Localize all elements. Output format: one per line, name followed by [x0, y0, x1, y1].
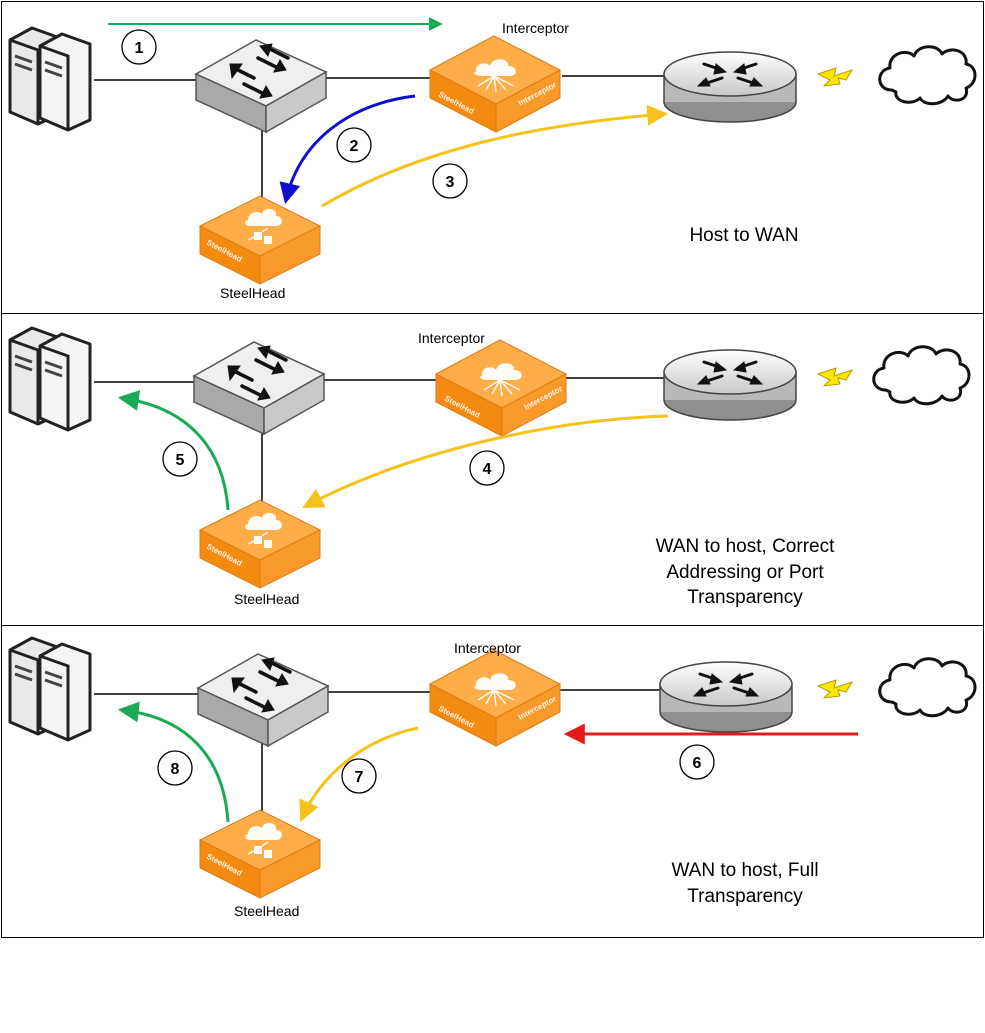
svg-text:1: 1	[135, 40, 144, 57]
step-badge: 3	[432, 163, 468, 199]
server-icon	[8, 636, 92, 742]
router-icon	[658, 660, 794, 734]
interceptor-label: Interceptor	[418, 330, 485, 346]
panel-title-line: WAN to host, Full	[671, 860, 818, 881]
step-badge: 8	[157, 750, 193, 786]
step-badge: 2	[336, 127, 372, 163]
step-badge: 5	[162, 441, 198, 477]
flow-arrow-yellow	[321, 104, 669, 208]
panel-title-line: Transparency	[687, 587, 803, 608]
router-icon	[662, 348, 798, 422]
router-icon	[662, 50, 798, 124]
svg-text:7: 7	[355, 769, 364, 786]
svg-text:5: 5	[176, 452, 185, 469]
flow-arrow-blue	[279, 94, 416, 205]
flow-arrow-yellow	[299, 726, 419, 822]
panel-host-to-wan: SteelHead Interceptor SteelHead Intercep…	[8, 17, 977, 301]
step-badge: 6	[679, 744, 715, 780]
server-icon	[8, 326, 92, 432]
step-badge: 4	[469, 450, 505, 486]
flow-arrow-yellow	[302, 414, 669, 508]
server-icon	[8, 26, 92, 132]
svg-text:3: 3	[446, 174, 455, 191]
interceptor-label: Interceptor	[502, 20, 569, 36]
panel-title-line: WAN to host, Correct	[656, 536, 836, 557]
svg-text:2: 2	[350, 138, 359, 155]
panel-wan-to-host-full: SteelHead Interceptor SteelHead Intercep…	[8, 636, 977, 919]
step-badge: 1	[121, 29, 157, 65]
panel-wan-to-host-correct: SteelHead Interceptor SteelHead Intercep…	[8, 326, 971, 608]
flow-arrow-green	[117, 390, 230, 511]
flow-arrow-green	[117, 701, 230, 823]
network-links	[94, 689, 660, 820]
steelhead-label: SteelHead	[220, 285, 285, 301]
svg-text:4: 4	[483, 461, 492, 478]
svg-text:6: 6	[693, 755, 702, 772]
panel-title-line: Addressing or Port	[666, 562, 824, 583]
network-links	[94, 377, 664, 510]
interceptor-label: Interceptor	[454, 640, 521, 656]
panel-title-line: Transparency	[687, 886, 803, 907]
svg-text:8: 8	[171, 761, 180, 778]
panel-title: Host to WAN	[689, 225, 798, 246]
step-badge: 7	[341, 758, 377, 794]
steelhead-label: SteelHead	[234, 591, 299, 607]
network-links	[94, 75, 664, 206]
steelhead-label: SteelHead	[234, 903, 299, 919]
